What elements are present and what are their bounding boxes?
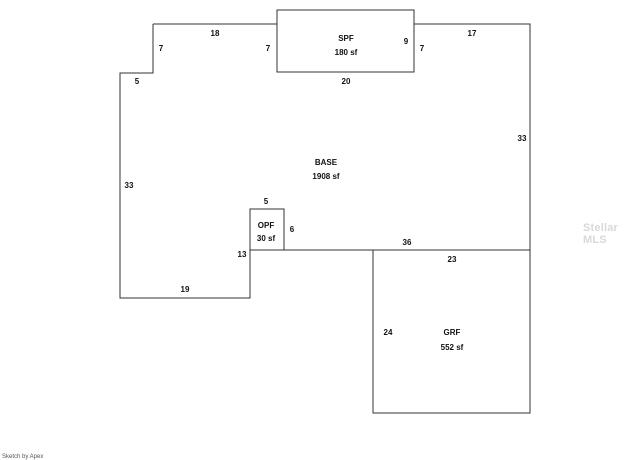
dim-base-step-right: 7 [266,44,271,53]
dim-grf-top: 23 [448,255,457,264]
base-size: 1908 sf [312,172,339,181]
dim-opf-top: 5 [264,197,269,206]
grf-size: 552 sf [441,343,464,352]
dim-base-top-left: 18 [211,29,220,38]
dim-base-step-left: 7 [159,44,164,53]
dim-base-left: 33 [125,181,134,190]
dim-grf-left: 24 [384,328,393,337]
spf-outline [276,9,415,73]
dim-base-left-notch: 5 [135,77,140,86]
dim-base-bottom-step: 13 [238,250,247,259]
dim-opf-right: 6 [290,225,295,234]
opf-label: OPF [258,221,275,230]
dim-spf-right: 9 [404,37,409,46]
dim-base-top-right-drop: 7 [420,44,425,53]
dim-base-bottom-left: 19 [181,285,190,294]
base-label: BASE [315,158,338,167]
spf-label: SPF [338,34,354,43]
dim-spf-bottom: 20 [342,77,351,86]
dim-base-right: 33 [518,134,527,143]
spf-size: 180 sf [335,48,358,57]
opf-outline [249,208,285,251]
grf-outline [372,249,531,414]
watermark-logo: Stellar MLS [583,222,619,246]
footer-credit: Sketch by Apex [2,454,44,460]
grf-label: GRF [444,328,461,337]
dim-base-garage-edge: 36 [403,238,412,247]
opf-size: 30 sf [257,234,276,243]
dim-base-top-right: 17 [468,29,477,38]
